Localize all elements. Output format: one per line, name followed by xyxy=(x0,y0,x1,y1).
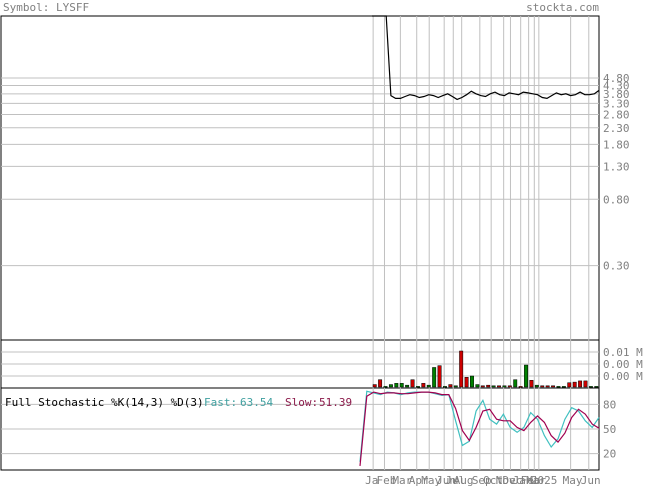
x-axis-label: Jul xyxy=(445,474,465,486)
price-tick-label: 2.30 xyxy=(603,122,630,135)
x-axis-label: Jun xyxy=(436,474,456,486)
slow-value: 51.39 xyxy=(319,396,352,409)
volume-bar xyxy=(372,384,377,388)
price-tick-label: 1.80 xyxy=(603,138,630,151)
stochastic-title: Full Stochastic %K(14,3) %D(3) xyxy=(5,396,204,409)
volume-bar xyxy=(518,386,523,388)
volume-bar xyxy=(513,379,518,388)
volume-bar xyxy=(572,381,577,388)
volume-bar xyxy=(594,386,599,388)
volume-bar xyxy=(507,385,512,388)
slow-label: Slow: xyxy=(285,396,318,409)
symbol-label: Symbol: LYSFF xyxy=(3,1,89,14)
fast-value: 63.54 xyxy=(240,396,273,409)
x-axis-label: Mar xyxy=(392,474,412,486)
volume-bar xyxy=(534,384,539,388)
fast-line xyxy=(359,390,600,462)
volume-bar xyxy=(561,386,566,388)
x-axis-label: May xyxy=(421,474,441,486)
stochastic-gridlines xyxy=(1,403,599,455)
x-axis-label: Mar xyxy=(526,474,546,486)
volume-bar xyxy=(470,375,474,388)
volume-bar xyxy=(378,379,383,388)
volume-bar xyxy=(410,379,415,388)
x-axis-labels: JaFebMarAprMayJunJulAugSepOctNovDecJanFe… xyxy=(365,474,601,486)
volume-bar xyxy=(524,364,528,388)
volume-bar xyxy=(556,386,561,388)
volume-bar xyxy=(583,380,588,388)
volume-bar xyxy=(426,384,431,388)
x-axis-label: Oct xyxy=(483,474,503,486)
volume-tick-label: 0.00 M xyxy=(603,370,643,383)
volume-bar xyxy=(475,384,480,388)
volume-tick-labels: 0.01 M0.00 M0.00 M xyxy=(603,346,643,383)
x-axis-label: Feb xyxy=(376,474,396,486)
volume-bars xyxy=(372,350,599,388)
volume-bar xyxy=(437,365,442,388)
volume-bar xyxy=(540,385,545,388)
volume-bar xyxy=(502,385,507,388)
volume-bar xyxy=(578,380,583,388)
x-axis-label: Nov xyxy=(496,474,516,486)
volume-bar xyxy=(453,385,458,388)
volume-bar xyxy=(443,386,447,388)
volume-bar xyxy=(551,385,556,388)
price-series xyxy=(372,15,600,101)
x-axis-label: May xyxy=(563,474,583,486)
stochastic-tick-label: 50 xyxy=(603,423,616,436)
price-tick-label: 3.30 xyxy=(603,97,630,110)
volume-bar xyxy=(399,383,404,388)
fast-label: Fast: xyxy=(204,396,237,409)
stochastic-tick-label: 20 xyxy=(603,448,616,461)
volume-bar xyxy=(394,383,399,388)
price-tick-label: 0.30 xyxy=(603,260,630,273)
stochastic-series xyxy=(359,390,600,466)
price-tick-label: 4.80 xyxy=(603,72,630,85)
vertical-gridlines xyxy=(372,16,590,470)
volume-bar xyxy=(545,385,550,388)
x-axis-label: Dec xyxy=(502,474,522,486)
price-tick-labels: 4.804.303.803.302.802.30 1.80 1.30 0.80 0.30 xyxy=(603,72,630,273)
x-axis-label: Ja xyxy=(365,474,378,486)
volume-bar xyxy=(480,385,485,388)
volume-bar xyxy=(388,384,393,388)
stochastic-tick-labels: 80 50 20 xyxy=(603,398,616,460)
price-tick-label: 1.30 xyxy=(603,160,630,173)
volume-bar xyxy=(491,385,496,388)
volume-bar xyxy=(459,350,464,388)
x-axis-label: Jan xyxy=(513,474,533,486)
volume-bar xyxy=(432,367,437,388)
price-panel xyxy=(0,15,600,341)
volume-tick-label: 0.00 M xyxy=(603,358,643,371)
volume-bar xyxy=(464,376,469,388)
volume-bar xyxy=(405,384,410,388)
slow-line xyxy=(359,391,600,466)
x-axis-label: Aug xyxy=(454,474,474,486)
price-gridlines xyxy=(1,77,599,377)
x-axis-label: Sep xyxy=(472,474,492,486)
volume-bar xyxy=(415,386,420,388)
x-axis-label: Feb xyxy=(521,474,541,486)
price-line xyxy=(372,15,600,101)
volume-bar xyxy=(497,385,501,388)
volume-bar xyxy=(529,380,534,388)
volume-bar xyxy=(383,386,388,388)
price-tick-label: 3.80 xyxy=(603,88,630,101)
x-axis-label: Apr xyxy=(409,474,429,486)
x-axis-label: 2025 xyxy=(531,474,558,486)
stochastic-tick-label: 80 xyxy=(603,398,616,411)
site-name: stockta.com xyxy=(526,1,599,14)
price-tick-label: 0.80 xyxy=(603,193,630,206)
volume-bar xyxy=(567,382,572,388)
volume-bar xyxy=(421,383,426,388)
x-axis-label: Jun xyxy=(581,474,601,486)
price-tick-label: 4.30 xyxy=(603,79,630,92)
volume-bar xyxy=(448,384,453,388)
price-tick-label: 2.80 xyxy=(603,108,630,121)
volume-bar xyxy=(588,386,593,388)
volume-tick-label: 0.01 M xyxy=(603,346,643,359)
volume-bar xyxy=(486,384,491,388)
